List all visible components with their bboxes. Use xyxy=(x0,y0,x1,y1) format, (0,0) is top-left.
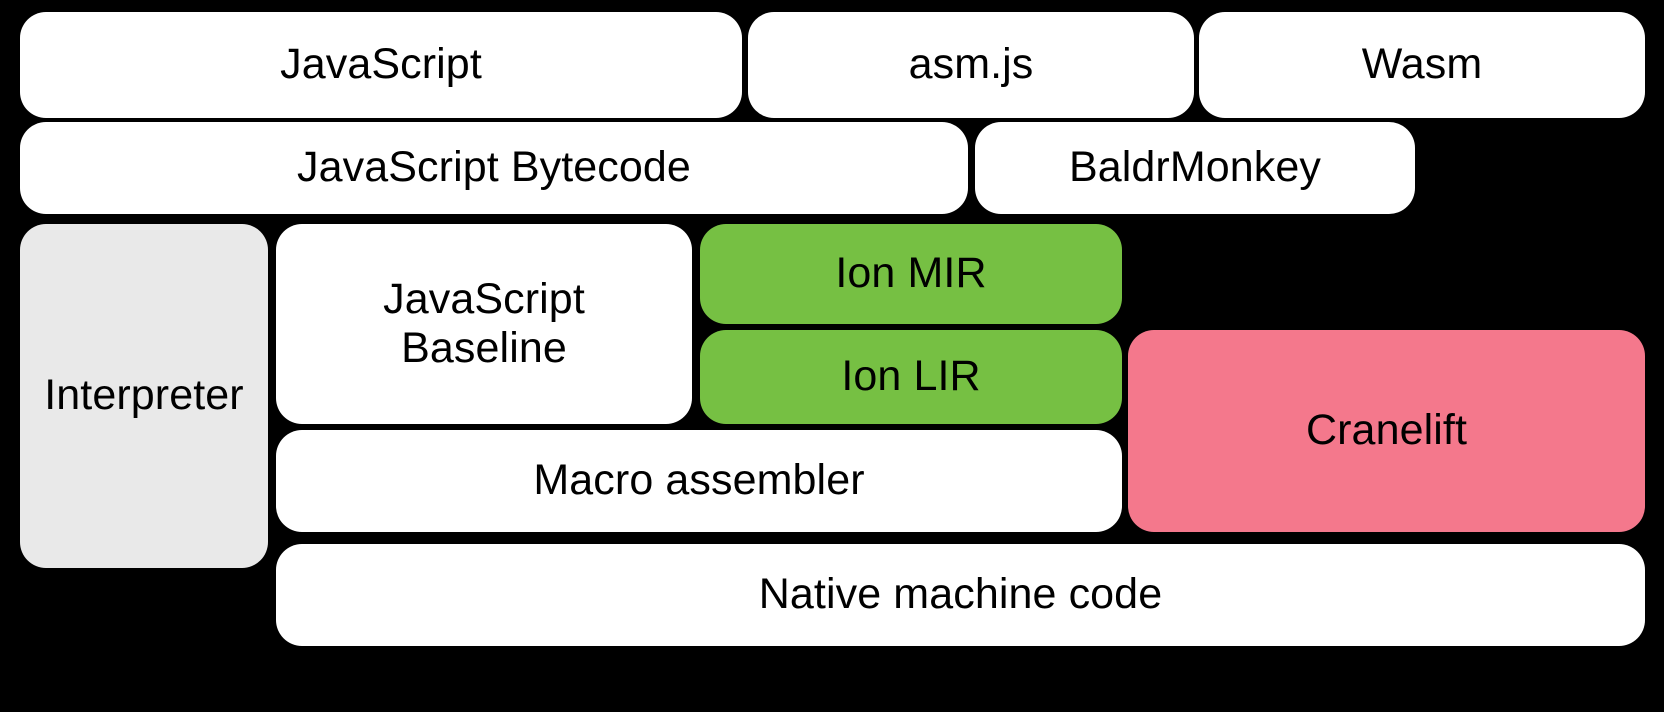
node-interpreter: Interpreter xyxy=(20,224,268,568)
node-javascript: JavaScript xyxy=(20,12,742,118)
node-asm-js: asm.js xyxy=(748,12,1194,118)
node-macro-assembler: Macro assembler xyxy=(276,430,1122,532)
node-native-machine-code: Native machine code xyxy=(276,544,1645,646)
node-javascript-bytecode: JavaScript Bytecode xyxy=(20,122,968,214)
node-ion-lir: Ion LIR xyxy=(700,330,1122,424)
node-cranelift: Cranelift xyxy=(1128,330,1645,532)
node-javascript-baseline: JavaScript Baseline xyxy=(276,224,692,424)
node-baldrmonkey: BaldrMonkey xyxy=(975,122,1415,214)
node-wasm: Wasm xyxy=(1199,12,1645,118)
node-ion-mir: Ion MIR xyxy=(700,224,1122,324)
